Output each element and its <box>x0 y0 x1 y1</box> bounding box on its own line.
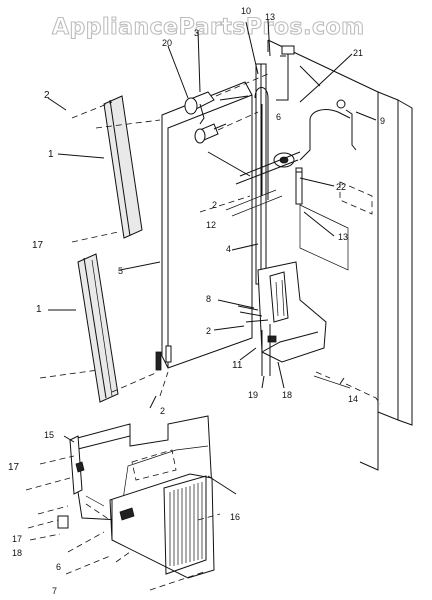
callout-20: 20 <box>162 38 172 48</box>
callout-2-mid: 2 <box>212 200 217 210</box>
callout-17-lower: 17 <box>12 534 22 544</box>
trim-strip-upper <box>103 95 143 239</box>
shaft-parts <box>184 73 269 144</box>
leader-lines-lower <box>25 435 237 591</box>
callout-19: 19 <box>248 390 258 400</box>
callout-8: 8 <box>206 294 211 304</box>
cabinet-wall <box>267 39 413 471</box>
callout-11: 11 <box>232 360 243 371</box>
callout-10: 10 <box>241 6 251 16</box>
callout-21: 21 <box>353 48 363 58</box>
tubing-assembly <box>225 45 357 285</box>
callout-6: 6 <box>276 112 281 122</box>
callout-1-upper: 1 <box>48 149 54 160</box>
liner-panel <box>161 81 253 369</box>
base-grille-assembly <box>57 415 215 579</box>
callout-7: 7 <box>52 586 57 596</box>
grille-slots <box>169 482 203 566</box>
callout-4: 4 <box>226 244 231 254</box>
callout-18-lower: 18 <box>12 548 22 558</box>
callout-2-upper-left: 2 <box>44 90 50 101</box>
leader-lines <box>39 19 381 409</box>
callout-15: 15 <box>44 430 54 440</box>
callout-2-bottom: 2 <box>160 406 165 416</box>
callout-6-lower: 6 <box>56 562 61 572</box>
callout-17-middle: 17 <box>8 462 20 473</box>
callout-18-upper: 18 <box>282 390 292 400</box>
callout-5: 5 <box>118 266 123 276</box>
callout-17-upper: 17 <box>32 240 44 251</box>
callout-22: 22 <box>336 182 346 192</box>
callout-9: 9 <box>380 116 385 126</box>
watermark-text: AppliancePartsPros.com <box>52 15 365 40</box>
callout-1-lower: 1 <box>36 304 42 315</box>
trim-strip-lower <box>77 253 119 403</box>
callout-2-lower-mid: 2 <box>206 326 211 336</box>
callout-3: 3 <box>194 28 199 38</box>
callout-13-top: 13 <box>265 12 275 22</box>
callout-labels: 10 13 20 3 2 21 6 9 1 2 22 12 13 4 17 5 … <box>8 6 385 596</box>
liner-clips <box>155 345 172 371</box>
drain-trough <box>237 261 351 389</box>
callout-14: 14 <box>348 394 358 404</box>
callout-16: 16 <box>230 512 240 522</box>
callout-12: 12 <box>206 220 216 230</box>
callout-13-right: 13 <box>338 232 348 242</box>
